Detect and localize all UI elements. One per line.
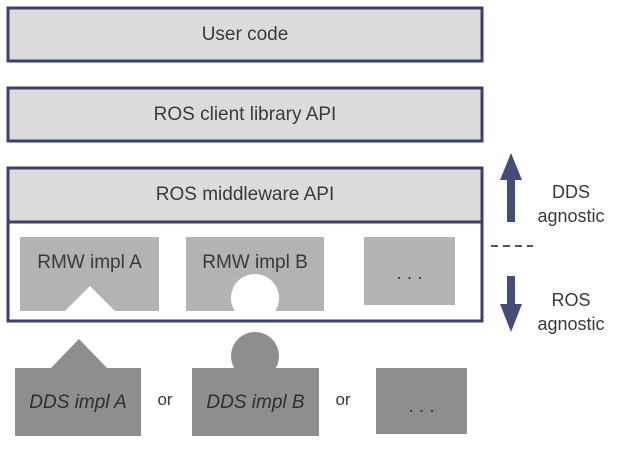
dds-impl-a-triangle-tab: [51, 339, 107, 368]
rmw-impl-b-circle-notch: [231, 274, 279, 322]
arrow-down-shaft: [507, 276, 515, 308]
rmw-more-box: [364, 237, 455, 305]
dds-impl-b-label: DDS impl B: [206, 392, 305, 413]
dds-more-box: [376, 368, 467, 434]
dds-agnostic-label: DDS agnostic: [537, 182, 605, 226]
dds-or-label-2: or: [335, 390, 351, 409]
rmw-more-label: . . .: [396, 263, 423, 284]
rmw-impl-a-triangle-notch: [64, 286, 116, 312]
user-code-label: User code: [201, 24, 289, 45]
ros-agnostic-label: ROS agnostic: [537, 290, 605, 334]
middleware-container-outline: [6, 166, 484, 323]
rmw-impl-b-label: RMW impl B: [202, 252, 308, 273]
arrow-up-icon: [500, 153, 522, 180]
rmw-impl-a-label: RMW impl A: [37, 252, 142, 273]
arrow-up-shaft: [507, 176, 515, 222]
dds-more-label: . . .: [408, 396, 435, 417]
dds-impl-a-box: [15, 368, 141, 436]
client-library-api-box: [6, 86, 484, 143]
client-library-api-label: ROS client library API: [153, 104, 337, 125]
arrow-down-icon: [500, 304, 522, 332]
dds-impl-a-label: DDS impl A: [29, 392, 127, 413]
dds-or-label-1: or: [157, 390, 173, 409]
user-code-box: [6, 6, 484, 63]
dds-impl-b-box-top: [192, 368, 319, 378]
middleware-api-label: ROS middleware API: [155, 184, 335, 205]
